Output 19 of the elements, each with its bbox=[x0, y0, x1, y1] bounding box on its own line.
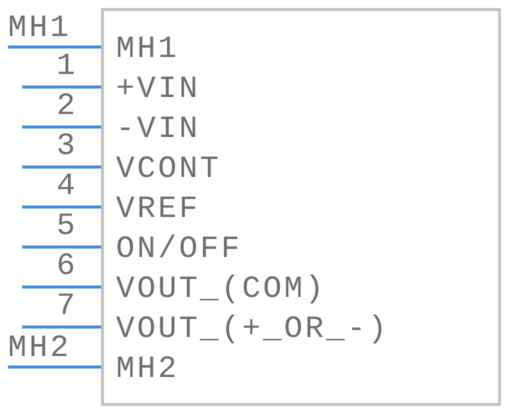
pin-number: 2 bbox=[56, 92, 78, 122]
pin-label: MH2 bbox=[8, 334, 72, 364]
pin-number: 1 bbox=[56, 52, 78, 82]
pin-name: VCONT bbox=[116, 154, 222, 186]
pin-name: -VIN bbox=[116, 114, 200, 146]
pin-name: VREF bbox=[116, 194, 200, 226]
pin-name: VOUT_(+_OR_-) bbox=[116, 314, 390, 346]
pin-name: VOUT_(COM) bbox=[116, 274, 326, 306]
pin-number: 5 bbox=[56, 212, 78, 242]
pin-label: MH1 bbox=[8, 14, 72, 44]
pin-number: 6 bbox=[56, 252, 78, 282]
pin-number: 4 bbox=[56, 172, 78, 202]
component-body bbox=[101, 8, 501, 406]
pin-number: 3 bbox=[56, 132, 78, 162]
pin-number: 7 bbox=[56, 292, 78, 322]
pin-name: MH1 bbox=[116, 34, 180, 66]
pin-name: MH2 bbox=[116, 354, 180, 386]
pin-name: +VIN bbox=[116, 74, 200, 106]
pin-name: ON/OFF bbox=[116, 234, 242, 266]
